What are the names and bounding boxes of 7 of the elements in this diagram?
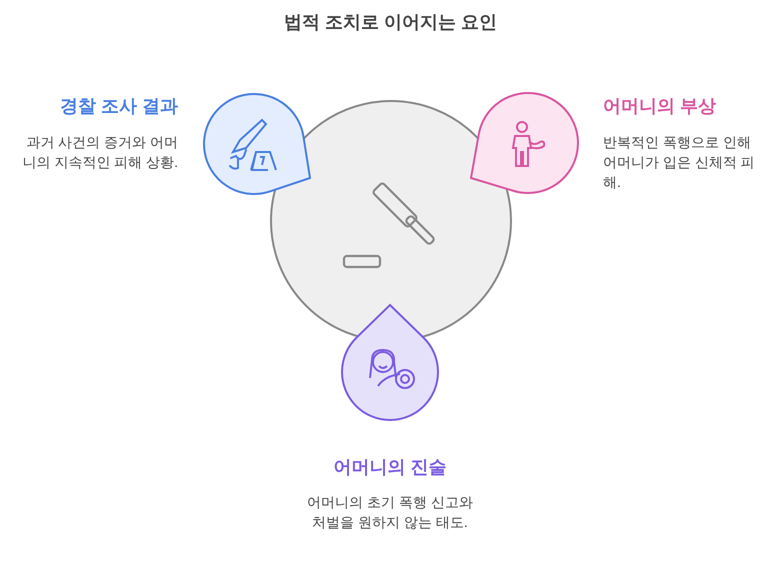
description: 어머니의 초기 폭행 신고와 처벌을 원하지 않는 태도.: [306, 493, 474, 532]
heading: 어머니의 부상: [603, 95, 716, 118]
heading: 어머니의 진술: [332, 456, 448, 479]
title: 법적 조치로 이어지는 요인: [282, 11, 498, 34]
description: 반복적인 폭행으로 인해 어머니가 입은 신체적 피해.: [603, 133, 756, 192]
heading: 경찰 조사 결과: [60, 95, 178, 118]
description: 과거 사건의 증거와 어머니의 지속적인 피해 상황.: [21, 133, 178, 172]
